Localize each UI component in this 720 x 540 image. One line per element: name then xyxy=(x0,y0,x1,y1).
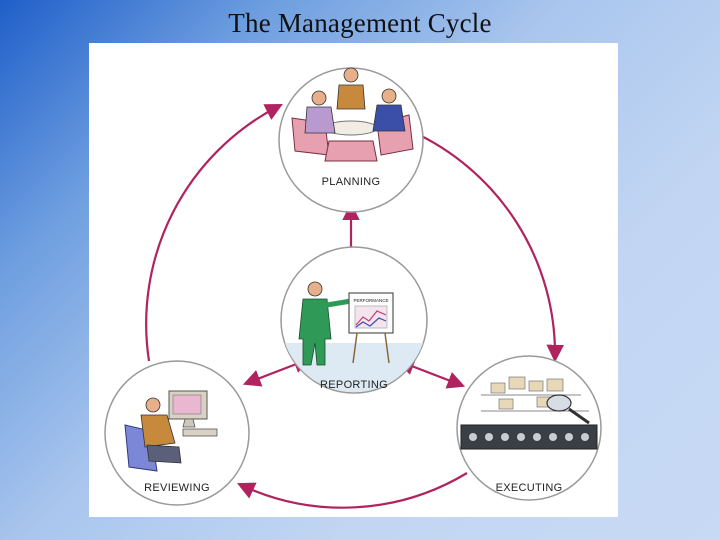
arrow-executing-to-reviewing xyxy=(237,472,468,509)
reporting-label: REPORTING xyxy=(320,379,388,391)
arrow-reviewing-to-planning xyxy=(145,103,283,362)
executing-label: EXECUTING xyxy=(496,482,563,494)
presenter-icon xyxy=(298,281,354,366)
management-cycle-diagram: PLANNING PERFORMANCE REPORTING xyxy=(104,67,602,509)
arrow-planning-to-executing xyxy=(410,129,564,363)
reporting-stage: PERFORMANCE REPORTING xyxy=(280,246,428,394)
executing-stage: EXECUTING xyxy=(456,355,602,501)
reviewing-stage: REVIEWING xyxy=(104,360,250,506)
planning-stage: PLANNING xyxy=(278,67,424,213)
person-at-computer-icon xyxy=(124,390,218,472)
slide-title: The Management Cycle xyxy=(228,8,492,38)
assembly-line-icon xyxy=(460,376,598,450)
cycle-arrows xyxy=(145,103,564,509)
arrow-reporting-executing xyxy=(396,358,466,389)
reviewing-label: REVIEWING xyxy=(144,482,210,494)
performance-caption: PERFORMANCE xyxy=(353,298,388,303)
meeting-people-icon xyxy=(291,67,414,162)
diagram-panel: PLANNING PERFORMANCE REPORTING xyxy=(89,43,618,517)
arrow-reporting-reviewing xyxy=(242,356,312,387)
planning-label: PLANNING xyxy=(322,176,381,188)
performance-chart-board-icon: PERFORMANCE xyxy=(348,292,394,364)
